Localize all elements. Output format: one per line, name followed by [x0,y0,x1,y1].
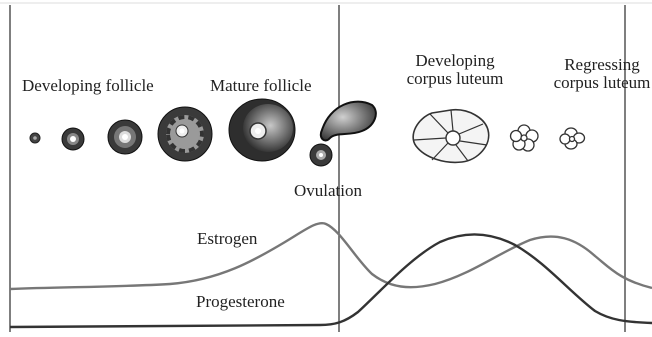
estrogen-curve [10,223,652,289]
regressing-corpus-luteum-label-line1: Regressing [532,56,652,74]
mature-follicle-label: Mature follicle [210,77,312,95]
progesterone-curve [10,234,652,327]
regressing-corpus-luteum-1 [511,125,539,151]
developing-follicle-1 [30,133,40,143]
developing-corpus-luteum [413,110,489,163]
ovulation-label: Ovulation [294,182,362,200]
developing-follicle-label: Developing follicle [22,77,154,95]
developing-corpus-luteum-label-line2: corpus luteum [380,70,530,88]
estrogen-label: Estrogen [197,230,257,248]
developing-follicle-4 [158,107,212,161]
mature-follicle [229,99,295,161]
regressing-corpus-luteum-label-line2: corpus luteum [532,74,652,92]
developing-corpus-luteum-label: Developing corpus luteum [380,52,530,88]
progesterone-label: Progesterone [196,293,285,311]
regressing-corpus-luteum-2 [560,128,585,149]
developing-follicle-3 [108,120,142,154]
developing-corpus-luteum-label-line1: Developing [380,52,530,70]
ruptured-follicle [310,102,376,166]
developing-follicle-2 [62,128,84,150]
regressing-corpus-luteum-label: Regressing corpus luteum [532,56,652,92]
